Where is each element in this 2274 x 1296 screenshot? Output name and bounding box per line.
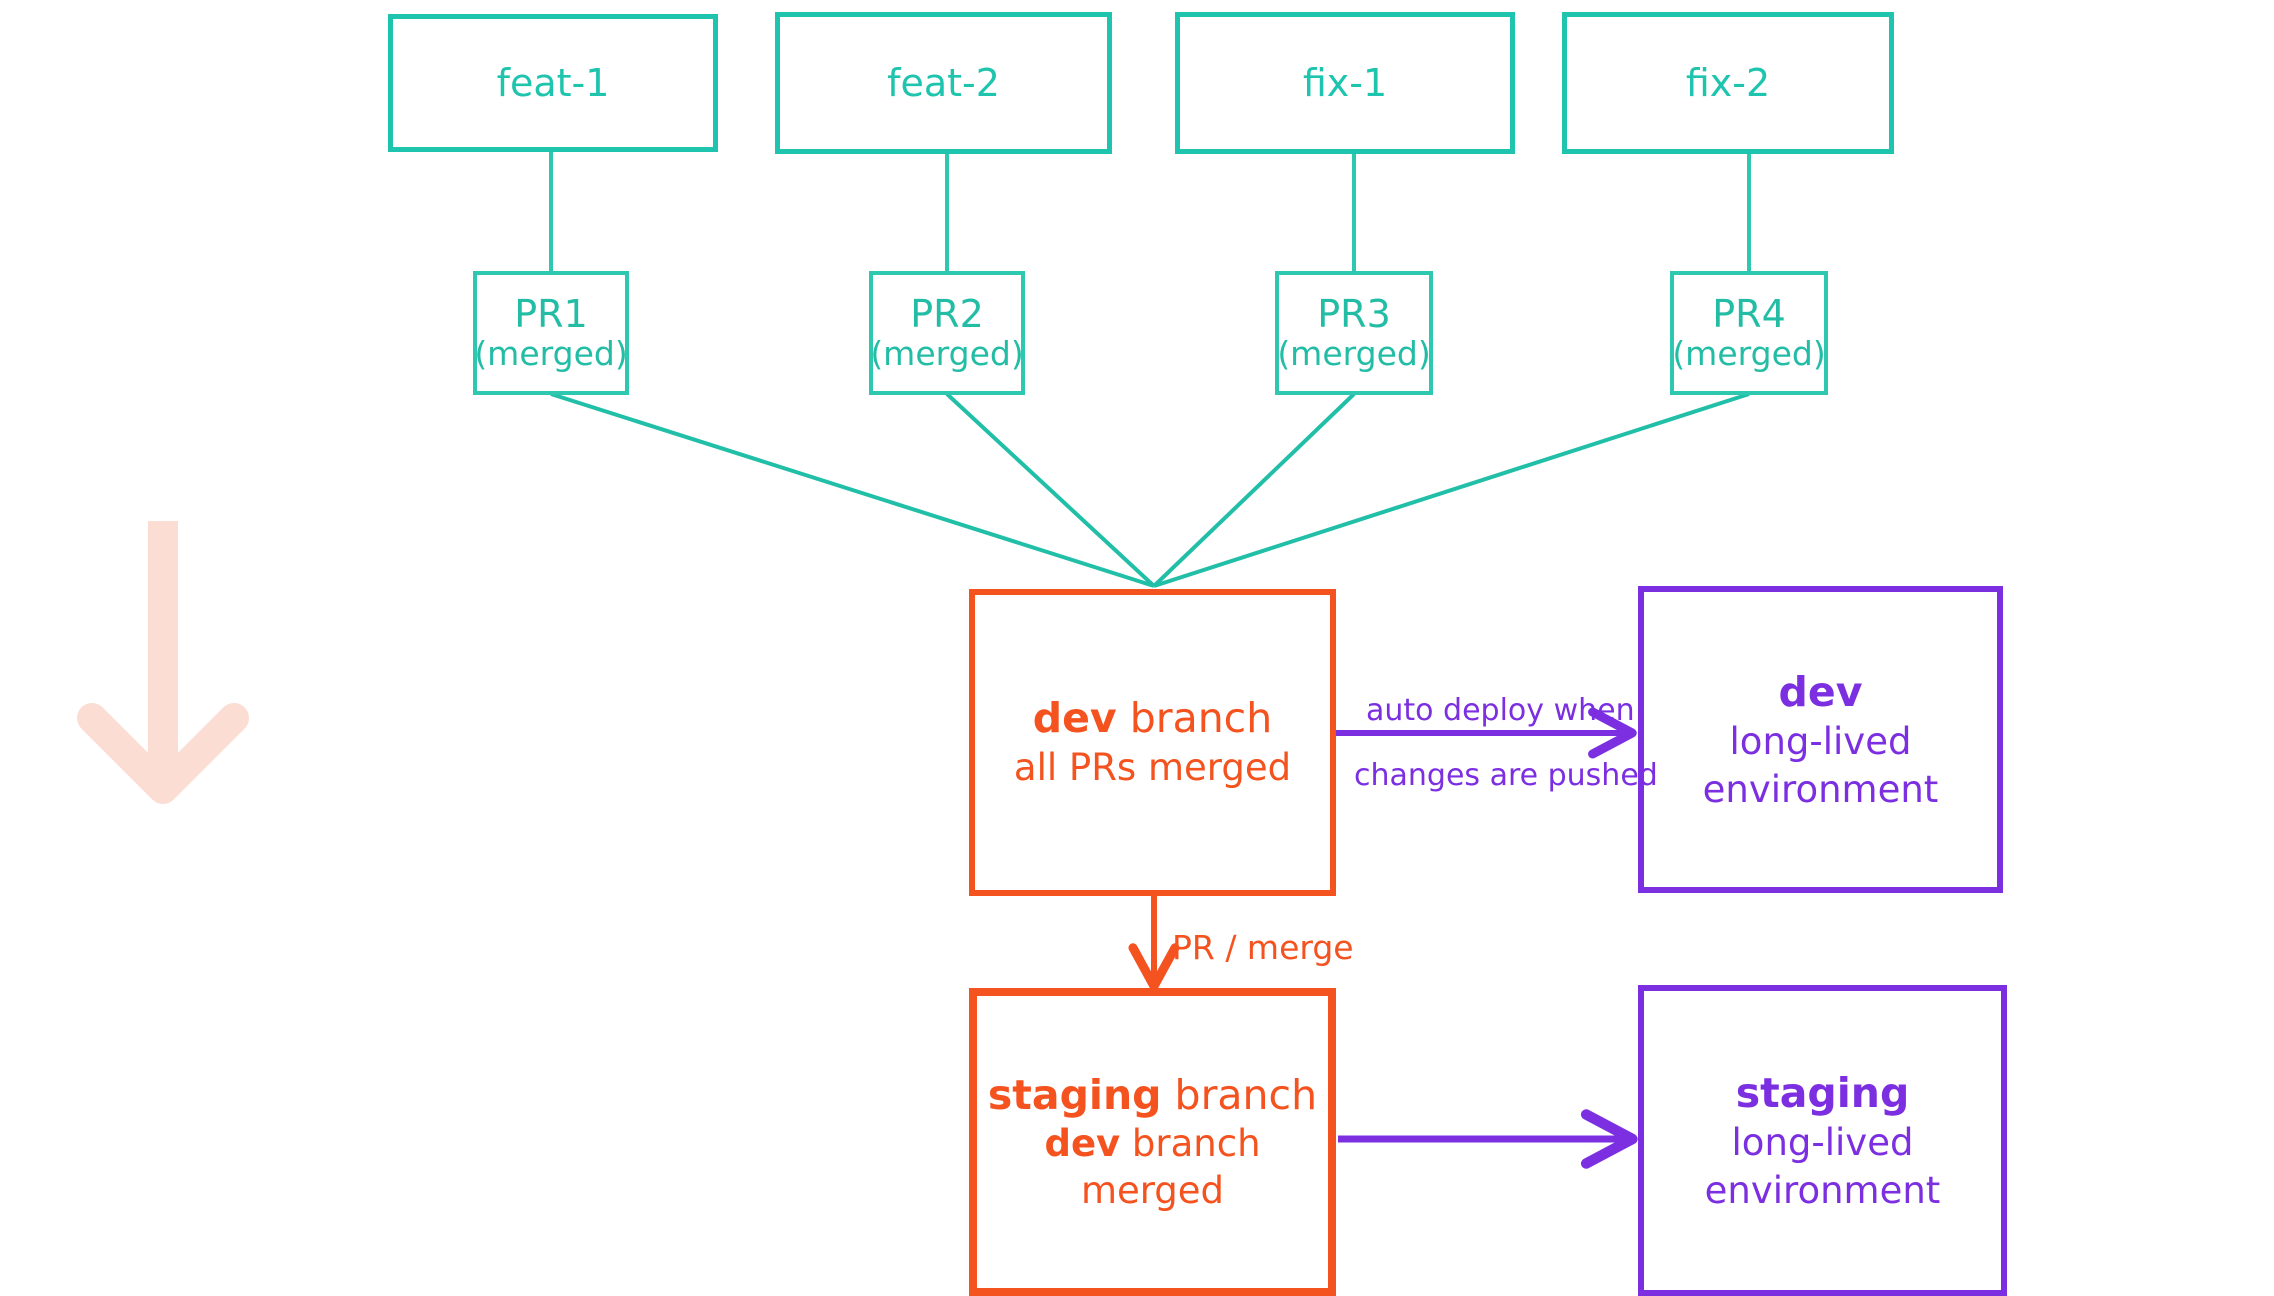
- env-sub-line2: environment: [1704, 1168, 1941, 1212]
- branch-label: fix-2: [1685, 61, 1771, 105]
- env-sub-line2: environment: [1702, 767, 1939, 811]
- dev-branch-name: dev: [1032, 694, 1117, 743]
- pr-title: PR4: [1712, 292, 1786, 337]
- staging-branch-name: staging: [987, 1070, 1162, 1119]
- branch-label: fix-1: [1302, 61, 1388, 105]
- pr-status: (merged): [474, 333, 628, 373]
- env-sub-line1: long-lived: [1729, 720, 1912, 764]
- pr-box-pr1[interactable]: PR1 (merged): [473, 271, 629, 395]
- branch-label: feat-1: [496, 61, 610, 105]
- orange-box-dev-branch[interactable]: dev branch all PRs merged: [969, 589, 1336, 896]
- purple-box-dev-environment[interactable]: dev long-lived environment: [1638, 586, 2003, 893]
- staging-detail-bold: dev: [1044, 1122, 1121, 1166]
- env-name: staging: [1735, 1068, 1910, 1117]
- branch-box-feat-1[interactable]: feat-1: [388, 14, 718, 152]
- dev-branch-suffix: branch: [1116, 694, 1273, 743]
- orange-box-staging-branch[interactable]: staging branch dev branch merged: [969, 988, 1336, 1296]
- staging-branch-suffix: branch: [1161, 1070, 1318, 1119]
- env-name: dev: [1778, 667, 1863, 716]
- edge-label-auto-deploy-line2: changes are pushed: [1354, 758, 1658, 793]
- pr-box-pr3[interactable]: PR3 (merged): [1275, 271, 1433, 395]
- branch-box-feat-2[interactable]: feat-2: [775, 12, 1112, 154]
- branch-box-fix-2[interactable]: fix-2: [1562, 12, 1894, 154]
- dev-branch-detail: all PRs merged: [1013, 746, 1292, 790]
- pr-title: PR3: [1317, 292, 1391, 337]
- pr-status: (merged): [870, 333, 1024, 373]
- branch-to-pr-connectors: [549, 152, 1751, 271]
- dev-branch-title: dev branch: [1033, 693, 1272, 745]
- staging-branch-title: staging branch: [988, 1070, 1317, 1122]
- branch-box-fix-1[interactable]: fix-1: [1175, 12, 1515, 154]
- staging-detail-rest: branch merged: [1080, 1122, 1261, 1212]
- pr-status: (merged): [1672, 333, 1826, 373]
- branch-label: feat-2: [887, 61, 1000, 105]
- env-sub-line1: long-lived: [1731, 1121, 1914, 1165]
- pr-title: PR2: [910, 292, 984, 337]
- pr-status: (merged): [1277, 333, 1431, 373]
- edge-label-pr-merge: PR / merge: [1172, 928, 1354, 967]
- pr-to-dev-connectors: [550, 392, 1750, 588]
- edge-label-auto-deploy-line1: auto deploy when: [1366, 693, 1635, 728]
- pr-box-pr4[interactable]: PR4 (merged): [1670, 271, 1828, 395]
- downward-flow-arrow: [77, 521, 249, 804]
- pr-title: PR1: [514, 292, 588, 337]
- staging-branch-detail: dev branch merged: [977, 1121, 1328, 1214]
- pr-box-pr2[interactable]: PR2 (merged): [869, 271, 1025, 395]
- purple-box-staging-environment[interactable]: staging long-lived environment: [1638, 985, 2007, 1296]
